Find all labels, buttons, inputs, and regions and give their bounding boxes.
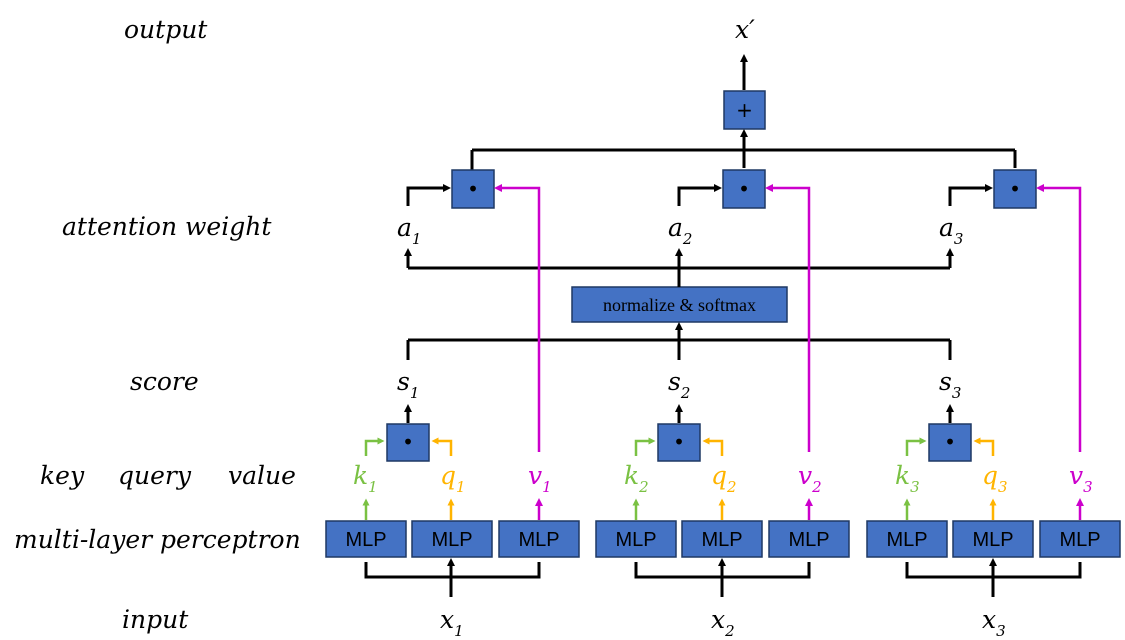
weight-a1: a1 — [397, 213, 421, 248]
key-k2: k2 — [624, 461, 649, 496]
score-product-node-2 — [657, 423, 701, 462]
mlp-query-3-label: MLP — [972, 529, 1013, 551]
input-split-3 — [905, 562, 1082, 579]
mlp-query-1 — [411, 520, 493, 558]
sum-symbol: + — [736, 98, 753, 122]
mlp-value-1-label: MLP — [518, 529, 559, 551]
weight-product-symbol-2: • — [738, 177, 750, 201]
mlp-key-1 — [325, 520, 407, 558]
score-s3: s3 — [939, 367, 961, 402]
value-v1: v1 — [528, 461, 552, 496]
row-label-key: key — [40, 461, 85, 490]
arrow-k3-to-score — [905, 437, 927, 456]
score-product-symbol-3: • — [944, 430, 956, 454]
mlp-value-2-label: MLP — [788, 529, 829, 551]
arrow-a2-to-product — [677, 184, 722, 206]
arrow-q2-to-score — [702, 437, 724, 456]
score-s2: s2 — [668, 367, 690, 402]
weight-product-node-2 — [722, 169, 766, 209]
mlp-value-3 — [1039, 520, 1121, 558]
value-v2: v2 — [798, 461, 822, 496]
mlp-value-3-label: MLP — [1059, 529, 1100, 551]
query-q1: q1 — [440, 461, 466, 496]
value-v3: v3 — [1069, 461, 1093, 496]
row-label-query: query — [118, 461, 192, 490]
row-label-score: score — [130, 367, 199, 396]
mlp-key-3-label: MLP — [886, 529, 927, 551]
output-variable: x′ — [735, 15, 755, 44]
query-q2: q2 — [711, 461, 737, 496]
arrow-k2-to-score — [634, 437, 656, 456]
score-product-node-3 — [928, 423, 972, 462]
arrow-v3-to-product — [1036, 184, 1082, 452]
arrow-q3-to-score — [973, 437, 995, 456]
weight-product-node-3 — [993, 169, 1037, 209]
group-2: • a2 s2 • k2 q2 v2 MLP MLP MLP x2 — [595, 169, 850, 640]
score-product-symbol-2: • — [673, 430, 685, 454]
row-label-value: value — [228, 461, 296, 490]
key-k3: k3 — [895, 461, 920, 496]
mlp-query-2-label: MLP — [701, 529, 742, 551]
weight-product-symbol-3: • — [1009, 177, 1021, 201]
normalize-softmax-label: normalize & softmax — [603, 295, 756, 315]
weight-a3: a3 — [939, 213, 963, 248]
arrow-a1-to-product — [406, 184, 451, 206]
group-1: • a1 s1 • k1 q1 v1 MLP MLP MLP x1 — [325, 169, 580, 640]
row-label-output: output — [124, 15, 208, 44]
score-product-node-1 — [386, 423, 430, 462]
mlp-value-2 — [768, 520, 850, 558]
arrow-v2-to-product — [765, 184, 811, 452]
score-s1: s1 — [397, 367, 419, 402]
mlp-key-2-label: MLP — [615, 529, 656, 551]
query-q3: q3 — [982, 461, 1008, 496]
input-split-1 — [364, 562, 541, 579]
score-product-symbol-1: • — [402, 430, 414, 454]
weight-a2: a2 — [668, 213, 692, 248]
mlp-query-3 — [952, 520, 1034, 558]
row-label-input: input — [122, 605, 189, 634]
arrow-v1-to-product — [494, 184, 541, 452]
mlp-key-1-label: MLP — [345, 529, 386, 551]
weight-product-symbol-1: • — [467, 177, 479, 201]
arrow-q1-to-score — [431, 437, 453, 456]
mlp-value-1 — [498, 520, 580, 558]
row-label-attention-weight: attention weight — [62, 212, 272, 241]
arrow-k1-to-score — [364, 437, 385, 456]
input-x3: x3 — [982, 605, 1006, 640]
key-k1: k1 — [353, 461, 378, 496]
group-3: • a3 s3 • k3 q3 v3 MLP MLP MLP x3 — [866, 169, 1121, 640]
mlp-query-2 — [681, 520, 763, 558]
mlp-query-1-label: MLP — [431, 529, 472, 551]
input-x2: x2 — [711, 605, 735, 640]
mlp-key-3 — [866, 520, 948, 558]
arrow-a3-to-product — [948, 184, 993, 206]
input-x1: x1 — [440, 605, 464, 640]
row-label-mlp: multi-layer perceptron — [14, 525, 301, 554]
input-split-2 — [634, 562, 811, 579]
mlp-key-2 — [595, 520, 677, 558]
